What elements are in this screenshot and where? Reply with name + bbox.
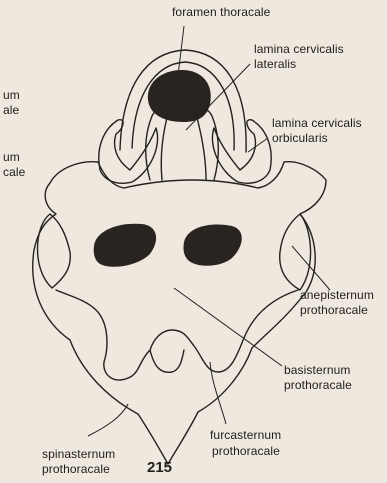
label-left-bottom-line1: um — [3, 150, 20, 165]
lamina-lateralis-right — [196, 109, 218, 180]
label-lamina-lateralis-line2: lateralis — [254, 57, 296, 72]
page-number: 215 — [147, 459, 172, 476]
label-basisternum-line1: basisternum — [284, 363, 350, 378]
label-anepisternum-line1: anepisternum — [300, 288, 374, 303]
label-left-top-line1: um — [3, 88, 20, 103]
leader-orbicularis — [248, 138, 268, 152]
anepisternum-left — [38, 214, 71, 288]
sternal-pit-left — [94, 224, 156, 267]
label-left-bottom-line2: cale — [3, 165, 25, 180]
lamina-orbicularis-right — [212, 120, 271, 184]
label-lamina-orbicularis-line1: lamina cervicalis — [272, 116, 362, 131]
leader-basisternum — [174, 288, 282, 366]
label-furcasternum-line2: prothoracale — [212, 444, 280, 459]
label-spinasternum-line1: spinasternum — [42, 447, 115, 462]
outer-outline — [33, 162, 326, 464]
label-spinasternum-line2: prothoracale — [42, 462, 110, 477]
furca-notch-left — [150, 350, 184, 372]
label-lamina-orbicularis-line2: orbicularis — [272, 131, 328, 146]
label-lamina-lateralis-line1: lamina cervicalis — [254, 42, 344, 57]
label-basisternum-line2: prothoracale — [284, 378, 352, 393]
label-left-top-line2: ale — [3, 103, 19, 118]
label-foramen-thoracale: foramen thoracale — [172, 5, 270, 20]
basisternum-boundary — [56, 290, 298, 380]
sternal-pit-right — [183, 225, 241, 266]
label-furcasternum-line1: furcasternum — [210, 428, 281, 443]
label-anepisternum-line2: prothoracale — [300, 303, 368, 318]
leader-spinasternum — [88, 404, 128, 436]
anepisternum-right — [280, 214, 311, 290]
